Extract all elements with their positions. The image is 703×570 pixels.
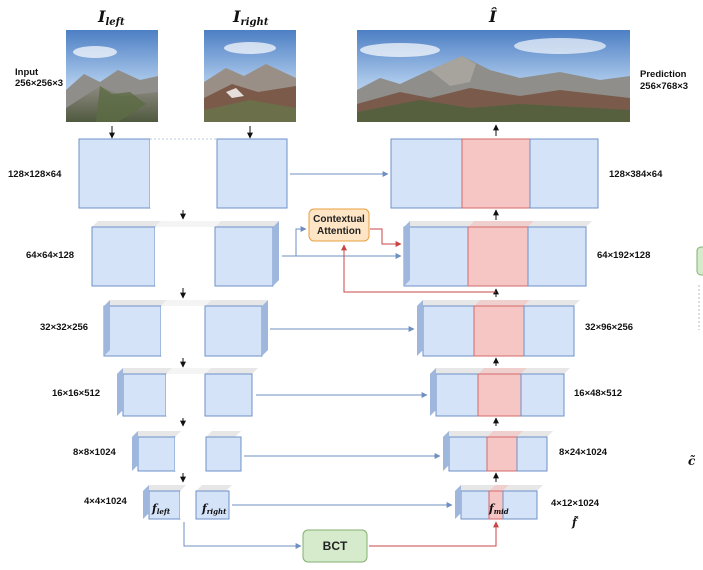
encoder-level-5 [132, 431, 242, 472]
cut-off-right-panel: c̃ [688, 246, 703, 468]
contextual-attention-line2: Attention [317, 226, 361, 237]
decoder-level-5 [443, 431, 553, 472]
input-label: Input [15, 67, 39, 78]
prediction-size-label: 256×768×3 [640, 81, 688, 92]
title-right-image: Iright [232, 7, 269, 28]
decoder-size-3: 32×96×256 [585, 322, 633, 333]
decoder-level-1 [390, 138, 599, 209]
encoder-size-2: 64×64×128 [26, 250, 74, 261]
encoder-size-4: 16×16×512 [52, 388, 100, 399]
decoder-level-4 [430, 368, 570, 417]
bct-label: BCT [323, 539, 348, 553]
encoder-size-5: 8×8×1024 [73, 447, 117, 458]
feature-right-label: fright [201, 502, 227, 516]
skip-connections [183, 171, 453, 549]
attention-connections [341, 228, 499, 547]
input-size-label: 256×256×3 [15, 78, 63, 89]
title-left-image: Ileft [97, 7, 125, 28]
bct-block: BCT [302, 529, 368, 563]
encoder-level-6 [143, 485, 232, 520]
encoder-size-1: 128×128×64 [8, 169, 62, 180]
prediction-label: Prediction [640, 69, 687, 80]
decoder-size-1: 128×384×64 [609, 169, 663, 180]
decoder-size-2: 64×192×128 [597, 250, 650, 261]
contextual-attention-line1: Contextual [313, 214, 365, 225]
left-input-photo [66, 30, 158, 122]
encoder-level-3 [103, 300, 268, 357]
encoder: 128×128×64 64×64×128 32×32×256 [8, 138, 288, 520]
decoder-level-3 [417, 300, 580, 357]
decoder: 128×384×64 64×192×128 32×96×256 [390, 138, 663, 529]
decoder-level-2 [403, 221, 592, 287]
decoder-level-6 [455, 485, 543, 520]
encoder-size-3: 32×32×256 [40, 322, 88, 333]
decoder-size-4: 16×48×512 [574, 388, 622, 399]
right-input-photo [204, 30, 296, 122]
decoder-size-6: 4×12×1024 [551, 498, 600, 509]
title-output-image: Î [488, 6, 497, 26]
feature-mid-label: fmid [488, 502, 509, 516]
feature-bottom-label: f̃ [571, 516, 579, 529]
encoder-level-2 [91, 221, 279, 287]
contextual-attention-block: Contextual Attention [308, 208, 370, 242]
encoder-level-4 [117, 368, 258, 417]
cut-off-symbol: c̃ [688, 454, 696, 468]
encoder-size-6: 4×4×1024 [84, 496, 128, 507]
output-prediction-photo [357, 30, 630, 122]
feature-left-label: fleft [151, 502, 171, 516]
decoder-size-5: 8×24×1024 [559, 447, 608, 458]
encoder-level-1 [78, 138, 288, 209]
